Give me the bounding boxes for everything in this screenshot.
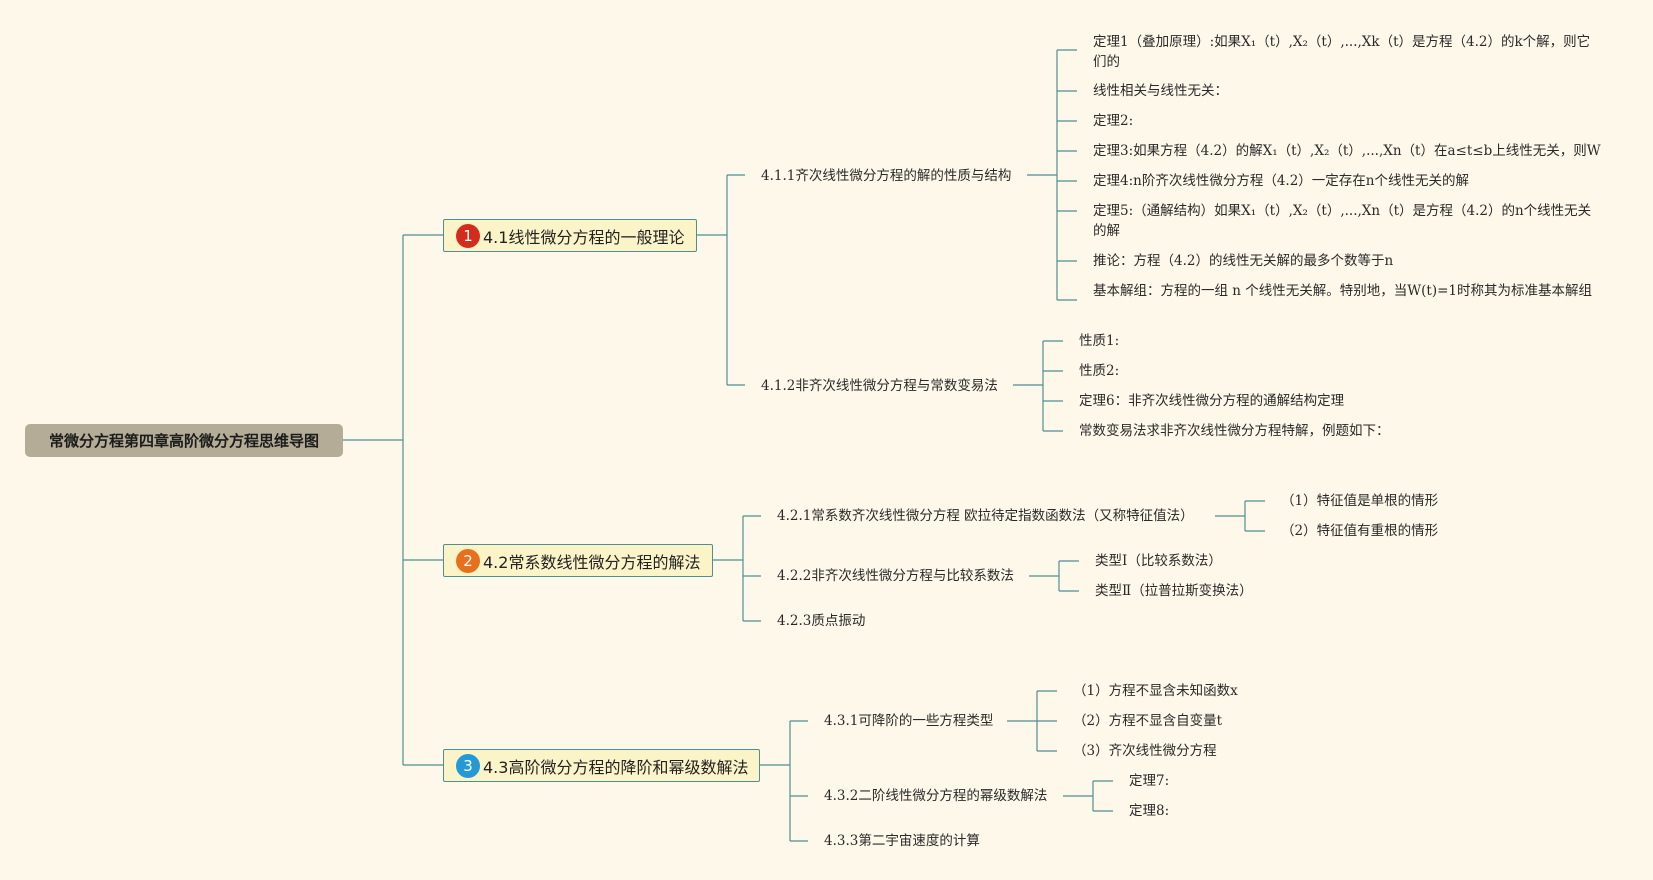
leaf-homogeneous[interactable]: （3）齐次线性微分方程 <box>1073 743 1217 759</box>
connector-sub-4-1-2 <box>1013 340 1063 432</box>
connector-branch-3 <box>760 720 808 842</box>
subtopic-4-1-2[interactable]: 4.1.2非齐次线性微分方程与常数变易法 <box>761 378 998 394</box>
leaf-property-2[interactable]: 性质2: <box>1079 363 1120 379</box>
connector-sub-4-3-2 <box>1063 780 1113 812</box>
leaf-theorem-1[interactable]: 定理1（叠加原理）:如果X₁（t）,X₂（t）,...,Xk（t）是方程（4.2… <box>1093 34 1591 70</box>
connector-sub-4-1-1 <box>1027 49 1077 301</box>
branch-label: 4.1线性微分方程的一般理论 <box>483 227 685 247</box>
subtopic-4-3-1[interactable]: 4.3.1可降阶的一些方程类型 <box>824 713 994 729</box>
leaf-linear-dependence[interactable]: 线性相关与线性无关： <box>1093 83 1228 99</box>
leaf-repeated-root[interactable]: （2）特征值有重根的情形 <box>1281 523 1439 539</box>
branch-4-2[interactable]: 2 4.2常系数线性微分方程的解法 <box>443 544 713 577</box>
subtopic-4-2-3[interactable]: 4.2.3质点振动 <box>777 613 866 629</box>
leaf-type-1[interactable]: 类型Ⅰ（比较系数法） <box>1095 553 1222 569</box>
leaf-simple-root[interactable]: （1）特征值是单根的情形 <box>1281 493 1439 509</box>
branch-4-3[interactable]: 3 4.3高阶微分方程的降阶和幂级数解法 <box>443 749 760 782</box>
number-1-icon: 1 <box>456 223 480 248</box>
subtopic-4-3-2[interactable]: 4.3.2二阶线性微分方程的幂级数解法 <box>824 788 1048 804</box>
leaf-theorem-3[interactable]: 定理3:如果方程（4.2）的解X₁（t）,X₂（t）,...,Xn（t）在a≤t… <box>1093 143 1601 159</box>
connector-sub-4-2-1 <box>1215 500 1265 532</box>
root-topic[interactable]: 常微分方程第四章高阶微分方程思维导图 <box>25 424 343 457</box>
connector-branch-2 <box>713 515 761 622</box>
subtopic-4-3-3[interactable]: 4.3.3第二宇宙速度的计算 <box>824 833 980 849</box>
leaf-no-variable-t[interactable]: （2）方程不显含自变量t <box>1073 713 1223 729</box>
leaf-theorem-7[interactable]: 定理7: <box>1129 773 1170 789</box>
leaf-theorem-2[interactable]: 定理2: <box>1093 113 1134 129</box>
branch-label: 4.2常系数线性微分方程的解法 <box>483 552 701 572</box>
leaf-fundamental-set[interactable]: 基本解组：方程的一组 n 个线性无关解。特别地，当W(t)=1时称其为标准基本解… <box>1093 283 1593 299</box>
connector-root <box>343 234 443 766</box>
leaf-theorem-8[interactable]: 定理8: <box>1129 803 1170 819</box>
leaf-theorem-6[interactable]: 定理6：非齐次线性微分方程的通解结构定理 <box>1079 393 1345 409</box>
branch-label: 4.3高阶微分方程的降阶和幂级数解法 <box>483 757 749 777</box>
leaf-theorem-5[interactable]: 定理5:（通解结构）如果X₁（t）,X₂（t）,...,Xn（t）是方程（4.2… <box>1093 203 1592 239</box>
subtopic-4-2-1[interactable]: 4.2.1常系数齐次线性微分方程 欧拉待定指数函数法（又称特征值法） <box>777 508 1194 524</box>
leaf-type-2[interactable]: 类型Ⅱ（拉普拉斯变换法） <box>1095 583 1253 599</box>
subtopic-4-1-1[interactable]: 4.1.1齐次线性微分方程的解的性质与结构 <box>761 168 1012 184</box>
leaf-corollary[interactable]: 推论：方程（4.2）的线性无关解的最多个数等于n <box>1093 253 1394 269</box>
leaf-variation-of-constants[interactable]: 常数变易法求非齐次线性微分方程特解，例题如下： <box>1079 423 1390 439</box>
number-2-icon: 2 <box>456 548 480 573</box>
connector-branch-1 <box>697 174 745 386</box>
leaf-property-1[interactable]: 性质1: <box>1079 333 1120 349</box>
connector-sub-4-2-2 <box>1029 560 1079 592</box>
connector-sub-4-3-1 <box>1007 690 1057 752</box>
number-3-icon: 3 <box>456 753 480 778</box>
branch-4-1[interactable]: 1 4.1线性微分方程的一般理论 <box>443 219 697 252</box>
subtopic-4-2-2[interactable]: 4.2.2非齐次线性微分方程与比较系数法 <box>777 568 1014 584</box>
leaf-no-unknown-x[interactable]: （1）方程不显含未知函数x <box>1073 683 1238 699</box>
leaf-theorem-4[interactable]: 定理4:n阶齐次线性微分方程（4.2）一定存在n个线性无关的解 <box>1093 173 1469 189</box>
